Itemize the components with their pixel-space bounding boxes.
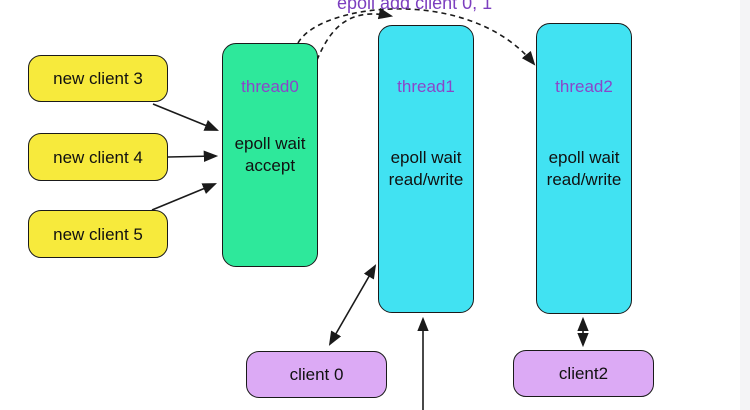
thread-body: epoll wait read/write [379, 147, 473, 191]
thread-title: thread2 [555, 77, 613, 96]
thread-title: thread1 [397, 77, 455, 96]
node-new-client-4: new client 4 [28, 133, 168, 181]
node-label: new client 4 [53, 147, 143, 167]
node-thread1: thread1 epoll wait read/write [378, 25, 474, 313]
canvas-right-edge [740, 0, 750, 410]
thread-body-line: read/write [546, 169, 622, 189]
thread-title: thread0 [241, 77, 299, 96]
thread-body-line: read/write [388, 170, 464, 189]
thread-body-line: epoll wait [548, 147, 620, 167]
edge-newclient4-thread0 [167, 150, 219, 163]
node-thread0: thread0 epoll wait accept [222, 43, 318, 267]
node-label: client 0 [289, 365, 344, 384]
thread-body: epoll wait accept [223, 133, 317, 177]
node-label: new client 3 [53, 69, 143, 88]
thread-body-line: epoll wait [234, 134, 306, 153]
node-client-0: client 0 [246, 351, 387, 398]
node-label: new client 5 [53, 224, 143, 244]
node-new-client-5: new client 5 [28, 210, 168, 258]
epoll-add-annotation: epoll add client 0, 1 [337, 0, 493, 13]
thread-body: epoll wait read/write [537, 147, 631, 191]
thread-body-line: epoll wait [390, 148, 462, 167]
edge-client0-thread1-double [328, 264, 377, 346]
node-new-client-3: new client 3 [28, 55, 168, 102]
thread-body-line: accept [244, 156, 296, 175]
edge-newclient3-thread0 [152, 103, 220, 131]
node-label: client2 [558, 364, 609, 383]
node-client2: client2 [513, 350, 654, 397]
node-thread2: thread2 epoll wait read/write [536, 23, 632, 314]
edge-newclient5-thread0 [151, 183, 217, 211]
